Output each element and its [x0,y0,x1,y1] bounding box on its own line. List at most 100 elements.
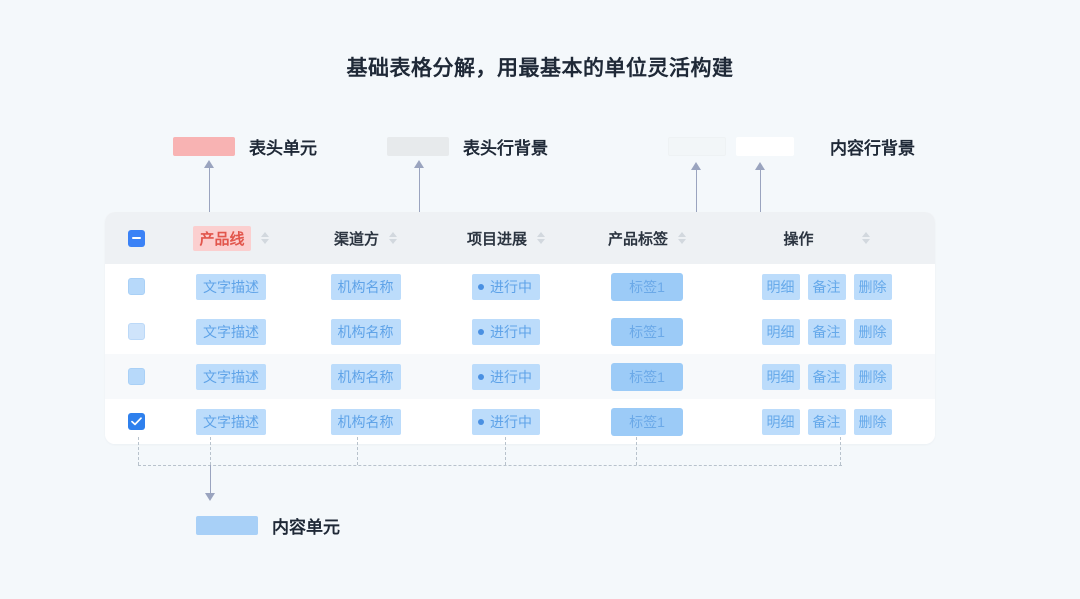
cell-progress: 进行中 [436,273,576,300]
select-all-checkbox-cell[interactable] [105,229,167,247]
action-detail-link[interactable]: 明细 [761,273,800,300]
action-remark-link[interactable]: 备注 [807,318,846,345]
legend-content-row-background: 内容行背景 [668,134,915,159]
status-badge-text: 进行中 [490,368,532,385]
action-detail-link[interactable]: 明细 [761,363,800,390]
row-checkbox-cell[interactable] [105,368,167,385]
legend-label-content-cell: 内容单元 [272,518,340,537]
cell-product-tag: 标签1 [576,317,718,346]
column-header-product-tag[interactable]: 产品标签 [576,228,718,249]
sort-icon-channel[interactable] [389,232,397,244]
row-checkbox[interactable] [127,413,145,430]
product-tag-chip: 标签1 [611,317,683,346]
connector-line-header-row-background [419,166,420,212]
cell-product-tag: 标签1 [576,362,718,391]
column-header-product-tag-label: 产品标签 [607,230,668,248]
cell-product-tag: 标签1 [576,407,718,436]
status-dot-icon [478,328,484,335]
column-header-actions-label: 操作 [783,230,814,248]
connector-arrowhead-content-cell [205,493,215,501]
status-badge: 进行中 [472,363,540,390]
row-checkbox-cell[interactable] [105,278,167,295]
cell-product-line-text: 文字描述 [196,408,266,435]
connector-arrowhead-header-cell [204,160,214,168]
cell-actions: 明细 备注 删除 [718,363,935,390]
status-dot-icon [478,283,484,290]
cell-channel: 机构名称 [295,273,436,300]
action-remark-link[interactable]: 备注 [807,408,846,435]
cell-product-line: 文字描述 [167,363,295,390]
guide-line-product-tag-column [636,437,637,465]
connector-line-header-cell [209,166,210,212]
action-delete-link[interactable]: 删除 [853,408,892,435]
action-remark-link[interactable]: 备注 [807,273,846,300]
guide-line-progress-column [505,437,506,465]
table-row[interactable]: 文字描述 机构名称 进行中 标签1 明细 备注 删除 [105,354,935,399]
cell-channel: 机构名称 [295,318,436,345]
cell-channel-text: 机构名称 [330,408,401,435]
table-row[interactable]: 文字描述 机构名称 进行中 标签1 明细 备注 删除 [105,264,935,309]
cell-product-line-text: 文字描述 [196,318,266,345]
product-tag-chip: 标签1 [611,362,683,391]
table-row[interactable]: 文字描述 机构名称 进行中 标签1 明细 备注 删除 [105,309,935,354]
legend-header-row-background: 表头行背景 [387,134,548,159]
status-badge-text: 进行中 [490,323,532,340]
data-table: 产品线 渠道方 项目进展 产品标签 操作 [105,212,935,444]
legend-swatch-content-row-white [736,137,794,156]
connector-arrowhead-content-row-tint [755,162,765,170]
status-badge: 进行中 [472,408,540,435]
legend-swatch-content-cell [196,516,258,535]
action-delete-link[interactable]: 删除 [853,363,892,390]
select-all-checkbox[interactable] [127,229,145,247]
row-checkbox-cell[interactable] [105,413,167,430]
cell-channel: 机构名称 [295,408,436,435]
cell-product-line-text: 文字描述 [196,363,266,390]
cell-product-line-text: 文字描述 [196,273,266,300]
column-header-product-line[interactable]: 产品线 [167,225,295,251]
column-header-channel[interactable]: 渠道方 [295,228,436,249]
status-badge: 进行中 [472,273,540,300]
cell-product-line: 文字描述 [167,318,295,345]
action-remark-link[interactable]: 备注 [807,363,846,390]
action-detail-link[interactable]: 明细 [761,318,800,345]
sort-icon-product-tag[interactable] [678,232,686,244]
legend-label-header-cell: 表头单元 [249,139,317,158]
action-detail-link[interactable]: 明细 [761,408,800,435]
guide-line-product-line-column [210,437,211,465]
table-row[interactable]: 文字描述 机构名称 进行中 标签1 明细 备注 删除 [105,399,935,444]
product-tag-chip: 标签1 [611,407,683,436]
cell-actions: 明细 备注 删除 [718,318,935,345]
legend-label-content-row-background: 内容行背景 [830,139,915,158]
column-header-channel-label: 渠道方 [333,230,379,248]
sort-icon-actions[interactable] [861,232,870,244]
legend-label-header-row-background: 表头行背景 [463,139,548,158]
column-header-progress[interactable]: 项目进展 [436,228,576,249]
row-checkbox-cell[interactable] [105,323,167,340]
legend-content-cell: 内容单元 [196,513,340,538]
action-delete-link[interactable]: 删除 [853,273,892,300]
table-header-row: 产品线 渠道方 项目进展 产品标签 操作 [105,212,935,264]
cell-channel-text: 机构名称 [330,363,401,390]
row-checkbox[interactable] [127,323,145,340]
guide-line-checkbox-column [138,437,139,465]
cell-progress: 进行中 [436,318,576,345]
status-badge-text: 进行中 [490,278,532,295]
guide-line-actions-column [840,437,841,465]
page-title: 基础表格分解，用最基本的单位灵活构建 [346,57,734,80]
column-header-actions[interactable]: 操作 [718,228,935,249]
checkmark-icon [130,417,142,426]
legend-swatch-header-row-background [387,137,449,156]
sort-icon-progress[interactable] [537,232,545,244]
connector-arrowhead-content-row-white [691,162,701,170]
connector-arrowhead-header-row-background [414,160,424,168]
guide-line-channel-column [357,437,358,465]
sort-icon-product-line[interactable] [260,232,269,244]
product-tag-chip: 标签1 [611,272,683,301]
cell-product-tag: 标签1 [576,272,718,301]
row-checkbox[interactable] [127,368,145,385]
status-dot-icon [478,373,484,380]
cell-progress: 进行中 [436,363,576,390]
row-checkbox[interactable] [127,278,145,295]
action-delete-link[interactable]: 删除 [853,318,892,345]
